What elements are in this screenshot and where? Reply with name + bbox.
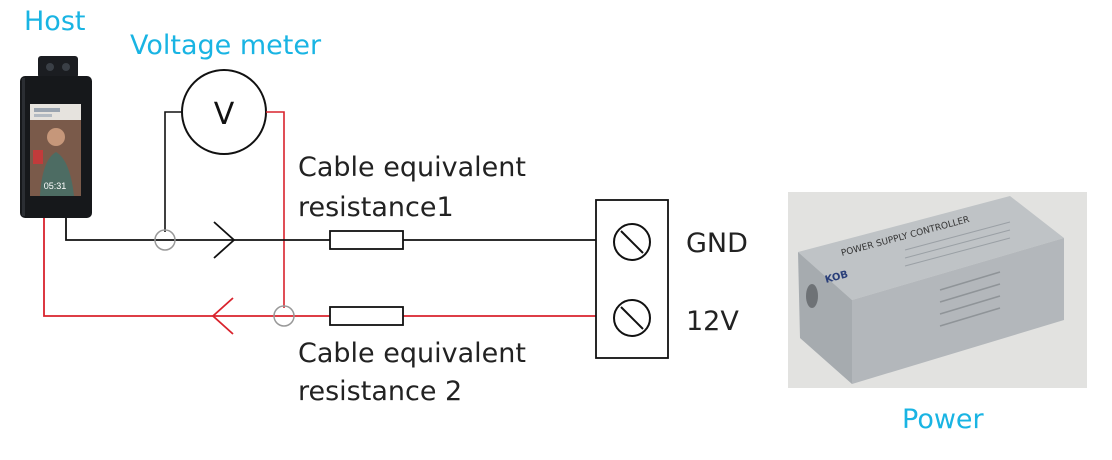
- meter-black-lead: [164, 111, 183, 232]
- power-label: Power: [902, 404, 984, 435]
- positive-junction-icon: [273, 305, 295, 327]
- gnd-arrow-right-icon: [213, 221, 236, 259]
- gnd-label: GND: [686, 228, 748, 259]
- positive-wire: [43, 218, 330, 317]
- terminal-block: [595, 199, 669, 359]
- device-time-text: 05:31: [44, 181, 67, 191]
- cable-resistance-2-line2: resistance 2: [298, 376, 463, 407]
- cable-resistance-2-line1: Cable equivalent: [298, 338, 526, 369]
- v12-label: 12V: [686, 306, 739, 337]
- meter-red-lead: [266, 111, 285, 308]
- resistor-2-icon: [329, 306, 404, 326]
- host-device-image: 05:31: [20, 56, 92, 218]
- gnd-terminal-screw-icon: [613, 223, 651, 261]
- resistor-1-icon: [329, 230, 404, 250]
- gnd-junction-icon: [154, 229, 176, 251]
- voltmeter-symbol: V: [214, 97, 235, 132]
- cable-resistance-1-line2: resistance1: [298, 192, 454, 223]
- power-supply-image: POWER SUPPLY CONTROLLER KOB: [788, 192, 1087, 388]
- cable-resistance-1-line1: Cable equivalent: [298, 152, 526, 183]
- positive-arrow-left-icon: [211, 297, 234, 335]
- host-label: Host: [24, 6, 86, 37]
- gnd-wire: [65, 218, 330, 241]
- v12-terminal-screw-icon: [613, 299, 651, 337]
- voltage-meter-label: Voltage meter: [130, 30, 322, 61]
